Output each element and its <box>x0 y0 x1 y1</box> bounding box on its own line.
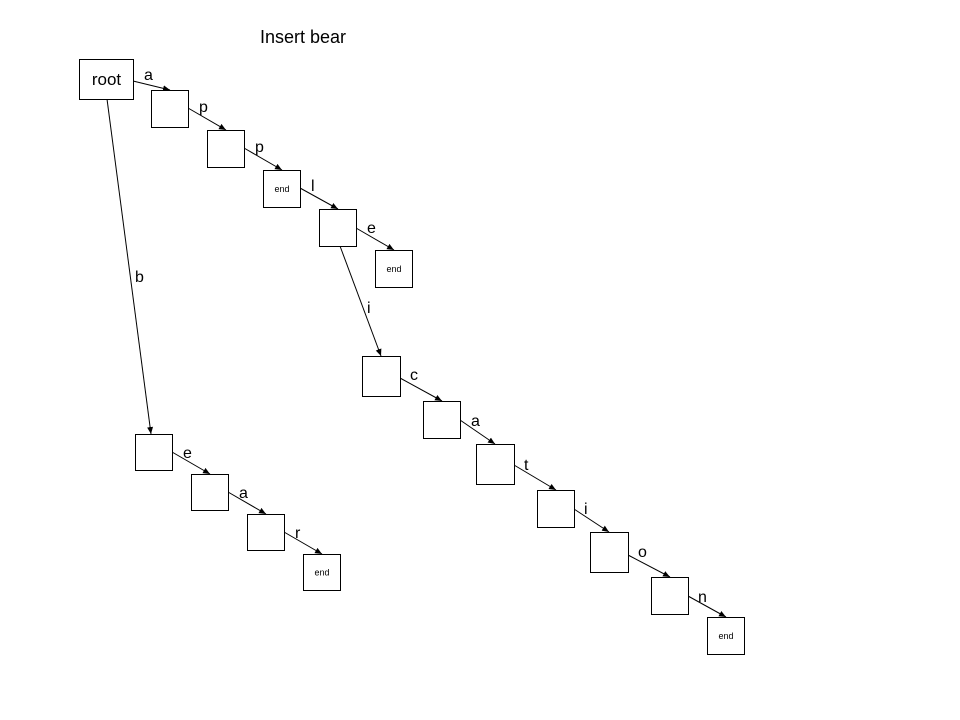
edge-label: a <box>144 67 153 84</box>
diagram-title: Insert bear <box>260 27 347 47</box>
trie-node-applicatio <box>651 577 689 615</box>
node-box <box>263 170 301 208</box>
node-box <box>247 514 285 551</box>
edge-be-bea: a <box>227 485 267 515</box>
edge-applicat-applicati: i <box>573 501 610 533</box>
node-box <box>651 577 689 615</box>
trie-node-applica <box>476 444 515 485</box>
edge-arrow <box>171 451 211 475</box>
node-label: root <box>92 70 122 89</box>
node-box <box>151 90 189 128</box>
trie-node-application: end <box>707 617 745 655</box>
node-box <box>362 356 401 397</box>
node-box <box>707 617 745 655</box>
trie-node-be <box>191 474 229 511</box>
trie-node-a <box>151 90 189 128</box>
trie-node-bea <box>247 514 285 551</box>
edge-arrow <box>187 107 227 131</box>
edge-appl-appli: i <box>339 245 382 357</box>
edge-label: r <box>295 525 301 542</box>
node-box <box>135 434 173 471</box>
end-marker-label: end <box>718 631 733 641</box>
trie-node-root: root <box>79 59 134 100</box>
trie-node-applicat <box>537 490 575 528</box>
node-box <box>191 474 229 511</box>
edge-label: b <box>135 269 144 286</box>
edge-root-a: a <box>132 67 171 92</box>
edge-label: c <box>410 367 418 384</box>
edge-arrow <box>627 554 671 578</box>
edge-applica-applicat: t <box>513 457 557 491</box>
trie-node-b <box>135 434 173 471</box>
node-box <box>537 490 575 528</box>
edge-arrow <box>227 491 267 515</box>
trie-node-appli <box>362 356 401 397</box>
edge-arrow <box>459 419 496 445</box>
edge-label: i <box>367 300 371 317</box>
edge-ap-app: p <box>243 139 283 171</box>
end-marker-label: end <box>314 568 329 578</box>
edge-arrow <box>399 377 443 402</box>
edge-arrow <box>339 245 382 357</box>
trie-node-apple: end <box>375 250 413 288</box>
node-box <box>476 444 515 485</box>
edge-app-appl: l <box>299 178 339 210</box>
edge-label: e <box>183 445 192 462</box>
edge-a-ap: p <box>187 99 227 131</box>
edge-arrow <box>106 98 154 435</box>
edge-label: n <box>698 589 707 606</box>
edge-label: a <box>471 413 480 430</box>
edge-arrow <box>132 80 171 92</box>
edge-arrow <box>573 508 610 533</box>
edge-arrow <box>355 227 395 251</box>
edge-root-b: b <box>106 98 154 435</box>
edge-appl-apple: e <box>355 220 395 251</box>
edge-label: t <box>524 457 529 474</box>
edge-b-be: e <box>171 445 211 475</box>
node-box <box>375 250 413 288</box>
trie-node-applic <box>423 401 461 439</box>
node-box <box>319 209 357 247</box>
edge-label: i <box>584 501 588 518</box>
end-marker-label: end <box>386 264 401 274</box>
trie-node-appl <box>319 209 357 247</box>
edge-label: p <box>199 99 208 116</box>
trie-node-app: end <box>263 170 301 208</box>
edge-arrow <box>513 464 557 491</box>
node-box <box>207 130 245 168</box>
trie-node-ap <box>207 130 245 168</box>
edge-applic-applica: a <box>459 413 496 445</box>
edge-appli-applic: c <box>399 367 443 402</box>
node-box <box>303 554 341 591</box>
edge-arrow <box>299 187 339 210</box>
edge-label: l <box>311 178 315 195</box>
trie-node-bear: end <box>303 554 341 591</box>
end-marker-label: end <box>274 184 289 194</box>
node-box <box>79 59 134 100</box>
node-box <box>590 532 629 573</box>
trie-node-applicati <box>590 532 629 573</box>
edge-applicatio-application: n <box>687 589 727 618</box>
edge-label: o <box>638 544 647 561</box>
edge-arrow <box>243 147 283 171</box>
edge-label: a <box>239 485 248 502</box>
node-box <box>423 401 461 439</box>
edge-bea-bear: r <box>283 525 323 555</box>
edge-arrow <box>283 531 323 555</box>
edge-label: p <box>255 139 264 156</box>
edge-label: e <box>367 220 376 237</box>
edge-applicati-applicatio: o <box>627 544 671 578</box>
edge-arrow <box>687 595 727 618</box>
